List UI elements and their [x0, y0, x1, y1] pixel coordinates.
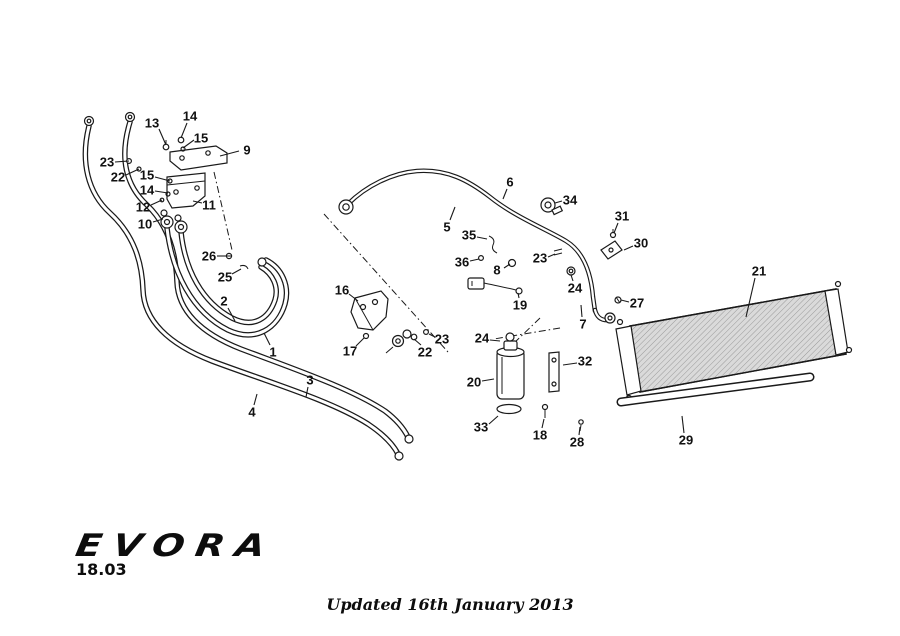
callout-label-14: 14: [183, 109, 198, 124]
callout-leader-27: [620, 299, 630, 303]
callout-label-25: 25: [218, 270, 232, 285]
callout-label-21: 21: [752, 264, 766, 279]
callout-leader-3: [305, 386, 309, 398]
condenser: [615, 280, 853, 402]
callout-leader-9: [219, 150, 240, 157]
clamp-and-bracket: [540, 197, 623, 324]
section-code: 18.03: [76, 560, 127, 579]
callout-label-20: 20: [467, 375, 481, 390]
bracket-and-valve: [350, 290, 430, 354]
hose-pair-3-4: [82, 111, 414, 461]
callout-label-7: 7: [579, 317, 586, 332]
callout-label-36: 36: [455, 255, 469, 270]
callout-label-32: 32: [578, 354, 592, 369]
callout-label-9: 9: [243, 143, 250, 158]
callout-leader-36: [469, 258, 480, 262]
callout-label-10: 10: [138, 217, 152, 232]
callout-label-4: 4: [248, 405, 256, 420]
callout-leader-8: [503, 263, 511, 269]
callout-leader-14: [180, 122, 188, 139]
receiver-drier: [496, 332, 584, 432]
callout-leader-25: [231, 268, 242, 275]
callout-label-2: 2: [220, 294, 227, 309]
callout-leader-17: [355, 337, 365, 347]
callout-leader-16: [348, 293, 359, 302]
callout-label-22: 22: [111, 170, 125, 185]
callout-leader-6: [502, 188, 508, 200]
callout-label-30: 30: [634, 236, 648, 251]
callout-leader-1: [263, 332, 271, 346]
callout-leader-10: [152, 218, 164, 223]
hose-pair-1-2: [164, 225, 290, 338]
callout-leader-33: [488, 415, 499, 425]
callout-label-23: 23: [533, 251, 547, 266]
callout-label-12: 12: [136, 200, 150, 215]
callout-label-16: 16: [335, 283, 349, 298]
callout-leader-22: [125, 168, 140, 176]
callout-label-26: 26: [202, 249, 216, 264]
callout-label-22: 22: [418, 345, 432, 360]
callout-leader-23: [428, 333, 436, 338]
hose-fittings: [160, 209, 267, 270]
callout-leader-5: [449, 206, 456, 221]
callout-label-6: 6: [506, 175, 513, 190]
callout-label-24: 24: [568, 281, 583, 296]
callout-label-24: 24: [475, 331, 490, 346]
callout-leader-4: [253, 393, 258, 406]
callout-leader-23: [114, 160, 130, 163]
callout-label-17: 17: [343, 344, 357, 359]
callout-leader-35: [476, 236, 488, 240]
callout-label-11: 11: [202, 198, 216, 213]
callout-leader-28: [578, 426, 581, 436]
callout-leader-11: [192, 200, 203, 204]
callout-label-5: 5: [443, 220, 450, 235]
callout-leader-22: [413, 338, 422, 346]
callout-leader-29: [681, 415, 685, 434]
callout-label-3: 3: [306, 373, 313, 388]
callout-label-8: 8: [493, 263, 500, 278]
callout-label-34: 34: [563, 193, 578, 208]
callout-leader-2: [227, 307, 236, 322]
callout-leader-19: [517, 292, 520, 299]
callout-label-31: 31: [615, 209, 629, 224]
callout-label-1: 1: [269, 345, 276, 360]
callout-label-13: 13: [145, 116, 159, 131]
callout-label-18: 18: [533, 428, 547, 443]
callout-label-27: 27: [630, 296, 644, 311]
callout-leader-32: [562, 362, 578, 366]
callout-leader-23: [547, 253, 556, 258]
callout-leader-15: [154, 176, 171, 182]
callout-label-14: 14: [140, 183, 155, 198]
callout-label-35: 35: [462, 228, 476, 243]
callout-label-23: 23: [435, 332, 449, 347]
callout-leader-31: [613, 222, 619, 234]
callout-label-15: 15: [194, 131, 208, 146]
callout-label-23: 23: [100, 155, 114, 170]
callout-leader-30: [623, 245, 634, 251]
callout-label-29: 29: [679, 433, 693, 448]
callout-leader-12: [150, 199, 163, 206]
callout-leader-21: [745, 277, 756, 318]
brand-logo: EVORA: [72, 528, 279, 564]
callout-leader-34: [554, 200, 563, 204]
footer-note: Updated 16th January 2013: [326, 595, 574, 614]
callout-leader-7: [580, 304, 583, 318]
callout-label-15: 15: [140, 168, 154, 183]
callout-leader-14: [154, 190, 169, 194]
callout-leader-24: [489, 339, 501, 342]
callout-label-33: 33: [474, 420, 488, 435]
callout-label-28: 28: [570, 435, 584, 450]
callout-leader-24: [570, 274, 574, 282]
callout-leader-18: [541, 418, 545, 429]
callout-label-19: 19: [513, 298, 527, 313]
construction-lines: [213, 171, 561, 353]
bracket-assembly: [125, 136, 228, 209]
callout-leader-15: [182, 139, 195, 149]
callout-leader-13: [158, 128, 167, 146]
callout-leader-20: [481, 378, 495, 382]
lower-tube: [616, 372, 815, 407]
